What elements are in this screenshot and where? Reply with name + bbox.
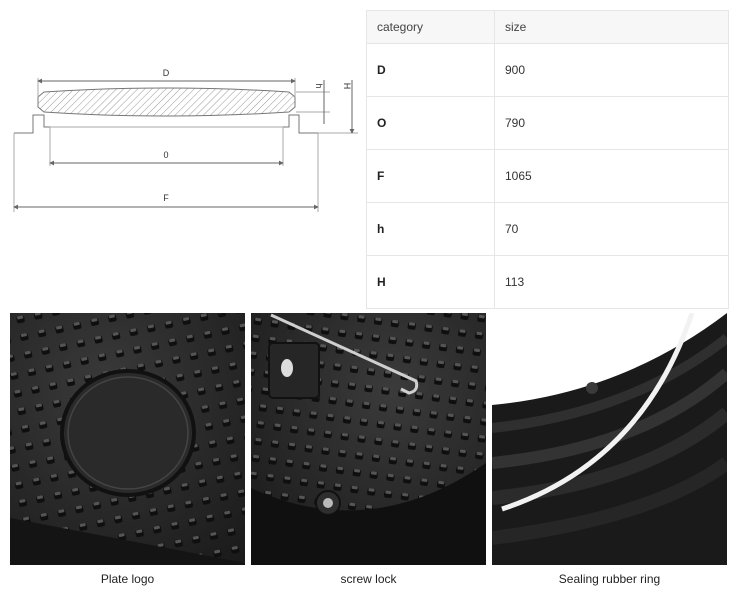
caption-plate-logo: Plate logo: [100, 572, 155, 586]
dim-label-d: D: [163, 68, 170, 78]
dim-label-h-large: H: [342, 83, 352, 90]
photo-plate-logo: [10, 313, 245, 565]
row-size: 900: [494, 43, 729, 97]
caption-sealing-rubber-ring: Sealing rubber ring: [558, 572, 661, 586]
photo-screw-lock: [251, 313, 486, 565]
row-size: 113: [494, 255, 729, 309]
row-category: F: [366, 149, 495, 203]
photo-sealing-rubber-ring: [492, 313, 727, 565]
row-size: 1065: [494, 149, 729, 203]
row-category: O: [366, 96, 495, 150]
table-row: D 900: [366, 43, 729, 97]
column-header-size: size: [494, 10, 729, 44]
row-size: 70: [494, 202, 729, 256]
row-category: H: [366, 255, 495, 309]
table-header-row: category size: [366, 10, 729, 44]
table-row: F 1065: [366, 149, 729, 203]
table-row: h 70: [366, 202, 729, 256]
cross-section-diagram: D 0 F h H: [13, 68, 358, 212]
column-header-category: category: [366, 10, 495, 44]
table-row: H 113: [366, 255, 729, 309]
table-row: O 790: [366, 96, 729, 150]
row-size: 790: [494, 96, 729, 150]
row-category: h: [366, 202, 495, 256]
spec-table: category size D 900 O 790 F 1065 h 70 H …: [366, 10, 729, 309]
dim-label-o: 0: [163, 150, 168, 160]
caption-screw-lock: screw lock: [340, 572, 397, 586]
dim-label-h-small: h: [314, 83, 324, 88]
dim-label-f: F: [163, 193, 169, 203]
row-category: D: [366, 43, 495, 97]
